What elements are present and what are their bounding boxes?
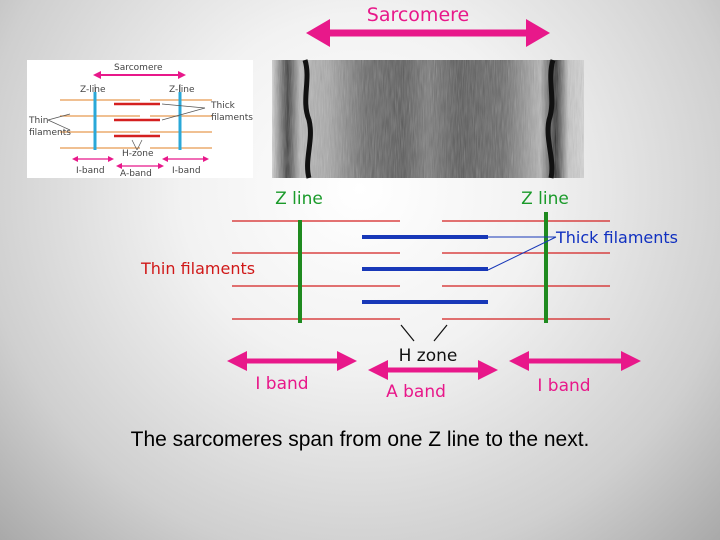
thin-filaments-label: Thin filaments <box>140 259 255 278</box>
inset-thin-label-2: filaments <box>29 128 71 138</box>
inset-a-band-label: A-band <box>120 169 152 179</box>
thick-filaments-label: Thick filaments <box>555 228 678 247</box>
inset-h-zone-label: H-zone <box>122 149 154 159</box>
inset-i-band-left-label: I-band <box>76 166 105 176</box>
top-sarcomere-label: Sarcomere <box>367 4 469 26</box>
muscle-micrograph-image <box>272 59 584 179</box>
main-schematic <box>227 212 641 380</box>
z-line-right-label: Z line <box>521 189 569 209</box>
inset-z-line-right-label: Z-line <box>169 85 195 95</box>
inset-thin-label-1: Thin <box>28 116 48 126</box>
z-line-left-label: Z line <box>275 189 323 209</box>
inset-sarcomere-label: Sarcomere <box>114 63 163 73</box>
inset-z-line-left-label: Z-line <box>80 85 106 95</box>
i-band-left-label: I band <box>255 374 308 394</box>
top-sarcomere-arrow <box>306 19 550 47</box>
a-band-label: A band <box>386 382 446 402</box>
inset-thick-label-2: filaments <box>211 113 253 123</box>
i-band-right-label: I band <box>537 376 590 396</box>
inset-schematic: Sarcomere Z-line Z-line Thick filaments … <box>27 60 253 179</box>
slide-caption: The sarcomeres span from one Z line to t… <box>130 428 590 451</box>
inset-i-band-right-label: I-band <box>172 166 201 176</box>
inset-thick-label-1: Thick <box>210 101 236 111</box>
h-zone-label: H zone <box>399 346 458 366</box>
